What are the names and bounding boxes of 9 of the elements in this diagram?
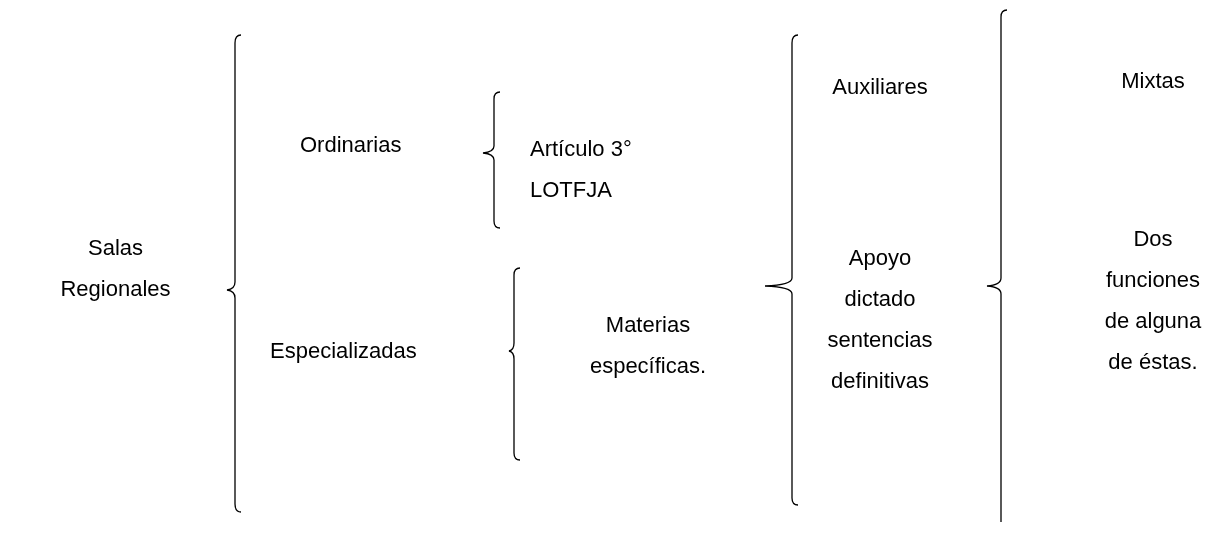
text-label: Auxiliares bbox=[831, 73, 929, 101]
text-label: Artículo 3° LOTFJA bbox=[530, 135, 633, 204]
text-label: Apoyo dictado sentencias definitivas bbox=[826, 244, 934, 395]
text-label: Ordinarias bbox=[300, 131, 403, 159]
text-label: Especializadas bbox=[270, 337, 418, 365]
text-label: Dos funciones de alguna de éstas. bbox=[1103, 225, 1203, 376]
text-label: Materias específicas. bbox=[588, 311, 708, 380]
text-label: Salas Regionales bbox=[59, 234, 172, 303]
text-label: Mixtas bbox=[1120, 67, 1186, 95]
